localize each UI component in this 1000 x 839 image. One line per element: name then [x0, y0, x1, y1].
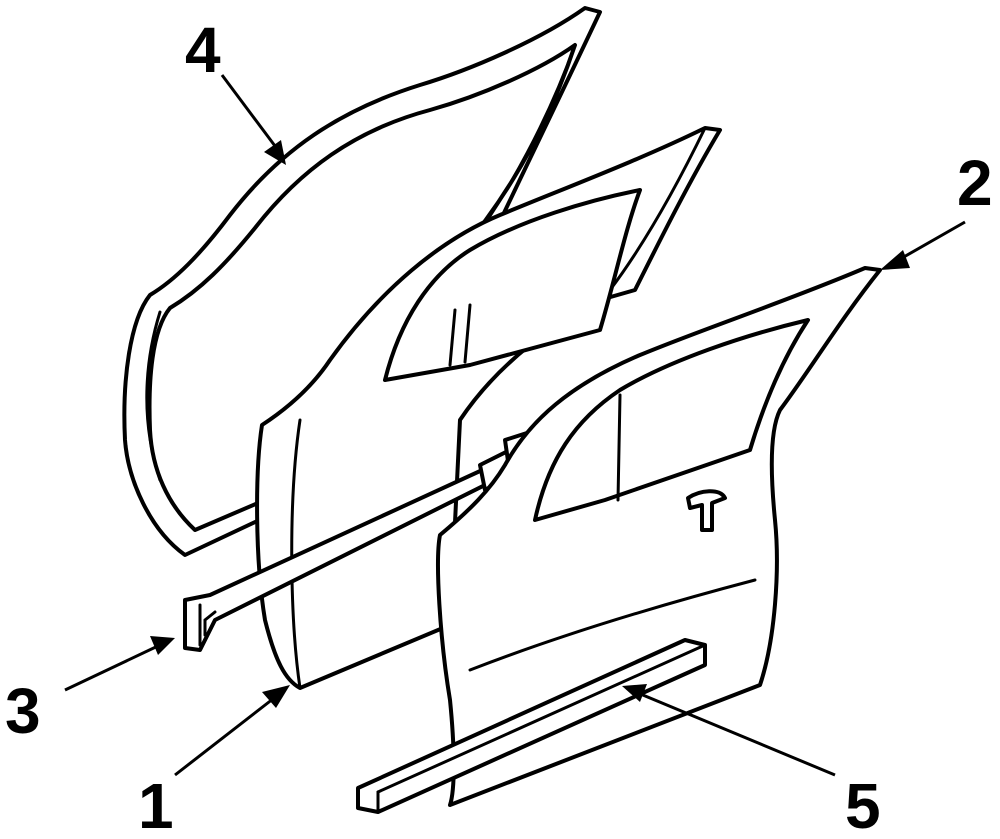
callout-label-5: 5 — [845, 770, 881, 839]
callout-label-1: 1 — [138, 770, 174, 839]
leader-5 — [622, 684, 836, 777]
leader-2 — [880, 220, 966, 270]
outer-door-panel — [436, 266, 882, 807]
leader-1 — [174, 685, 290, 777]
leader-3 — [64, 636, 175, 692]
leader-4 — [220, 74, 286, 165]
callout-label-3: 3 — [5, 675, 41, 747]
callout-label-4: 4 — [185, 14, 221, 86]
callout-label-2: 2 — [957, 147, 993, 219]
door-shell — [255, 126, 722, 690]
body-side-molding — [356, 638, 707, 814]
